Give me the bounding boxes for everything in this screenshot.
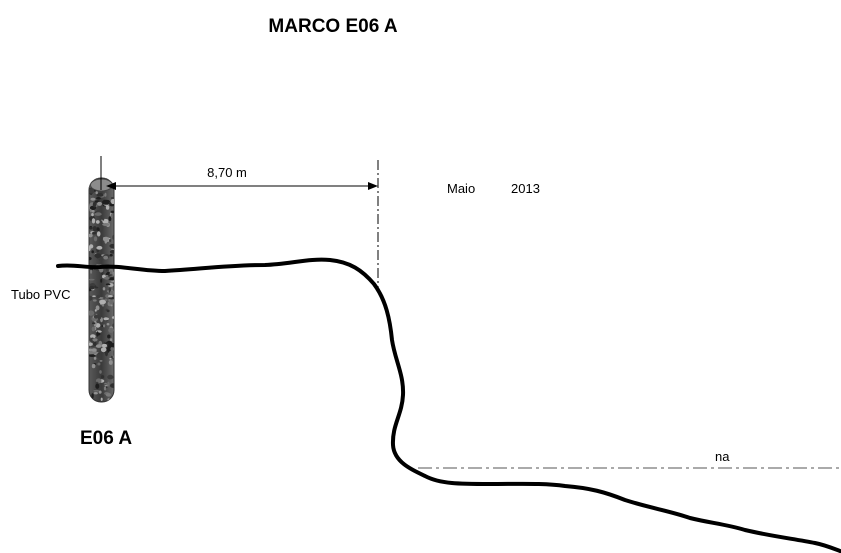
diagram-title: MARCO E06 A xyxy=(268,16,397,37)
pipe-label: Tubo PVC xyxy=(11,287,71,302)
distance-dimension: 8,70 m xyxy=(106,165,378,190)
marker-label: E06 A xyxy=(80,428,132,449)
arrow-right-icon xyxy=(368,182,378,190)
water-level-label: na xyxy=(715,449,730,464)
date-month: Maio xyxy=(447,181,475,196)
arrow-left-icon xyxy=(106,182,116,190)
pvc-pipe xyxy=(88,177,115,403)
distance-label: 8,70 m xyxy=(207,165,247,180)
date-year: 2013 xyxy=(511,181,540,196)
terrain-profile-line xyxy=(56,257,841,553)
